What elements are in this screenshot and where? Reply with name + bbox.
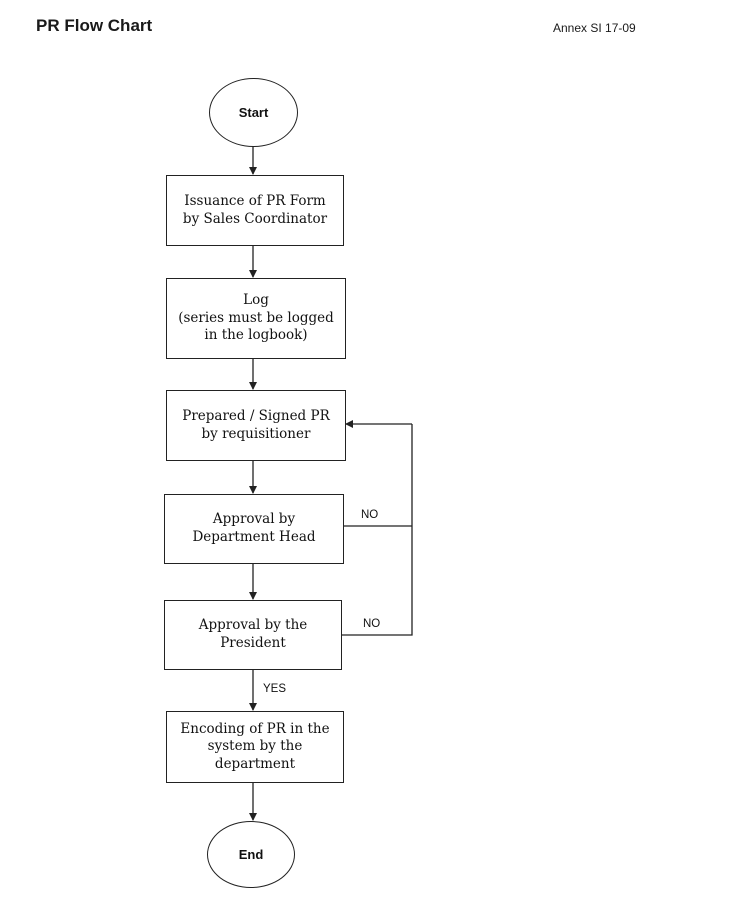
encoding-label: Encoding of PR in the system by the depa… <box>180 720 330 772</box>
approval-president-label: Approval by the President <box>198 617 308 651</box>
loop-line-president <box>342 424 413 636</box>
start-terminal: Start <box>209 78 298 147</box>
issuance-step: Issuance of PR Form by Sales Coordinator <box>166 175 344 246</box>
prepared-label: Prepared / Signed PR by requisitioner <box>182 407 330 442</box>
no-label-head: NO <box>361 509 379 521</box>
end-terminal: End <box>207 821 295 888</box>
start-label: Start <box>238 105 269 120</box>
log-step: Log (series must be logged in the logboo… <box>166 278 346 359</box>
encoding-step: Encoding of PR in the system by the depa… <box>166 711 344 783</box>
page-title: PR Flow Chart <box>36 16 153 35</box>
annex-label: Annex SI 17-09 <box>553 21 636 35</box>
prepared-step: Prepared / Signed PR by requisitioner <box>166 390 346 461</box>
log-label: Log (series must be logged in the logboo… <box>178 292 334 344</box>
no-label-president: NO <box>363 618 381 630</box>
end-label: End <box>238 847 264 862</box>
approval-head-label: Approval by Department Head <box>192 511 316 545</box>
approval-president-step: Approval by the President <box>164 600 342 670</box>
yes-label: YES <box>263 683 287 695</box>
approval-head-step: Approval by Department Head <box>164 494 344 564</box>
issuance-label: Issuance of PR Form by Sales Coordinator <box>182 192 328 227</box>
